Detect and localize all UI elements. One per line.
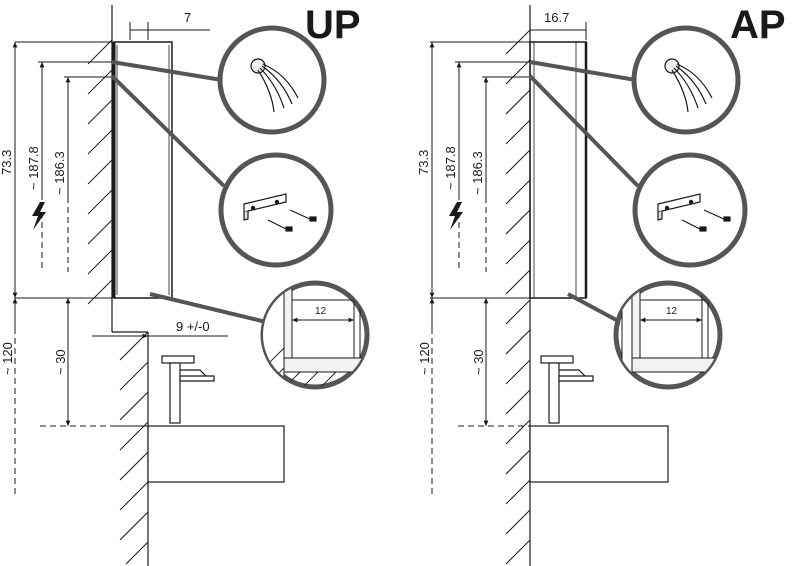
bracket-with-screws-icon [657,193,731,232]
detail-gap-label-up: 12 [315,306,327,317]
depth-label-ap: 16.7 [544,10,569,25]
washbasin-icon [147,425,285,483]
wall-offset-label-up: 9 +/-0 [176,319,210,334]
callout-cable-ap [631,25,741,135]
below-gap-label-up: ~ 30 [53,349,68,375]
bracket-with-screws-icon [243,193,317,232]
height-dimensions-up [12,41,112,299]
wall-ap [505,5,531,566]
height-outer-label-up: 73.3 [0,150,14,175]
below-total-label-up: ~ 120 [0,342,15,375]
faucet-icon [540,355,594,424]
electric-hazard-icon [32,202,46,230]
mirror-cabinet-up [112,41,173,299]
depth-label-up: 7 [184,10,191,25]
cable-icon [250,58,299,113]
panel-title-up: UP [305,3,361,47]
wall-up [87,5,149,566]
height-outer-label-ap: 73.3 [416,150,431,175]
height-mid-label-up: ~ 187.8 [26,146,41,190]
depth-dimension-up: 7 [129,10,210,40]
below-gap-label-ap: ~ 30 [471,349,486,375]
depth-dimension-ap: 16.7 [529,10,587,40]
height-mid-label-ap: ~ 187.8 [443,146,458,190]
electric-hazard-icon [449,202,463,230]
callout-detail-ap: 12 [613,280,723,390]
callout-leaders-up [110,60,267,324]
panel-ap: AP [416,3,786,566]
height-inner-label-up: ~ 186.3 [52,151,67,195]
lower-dimensions-ap [429,298,530,496]
callout-leaders-ap [528,60,640,324]
faucet-icon [161,355,215,424]
callout-bracket-up [218,152,334,268]
mirror-cabinet-ap [529,41,588,299]
callout-bracket-ap [632,152,748,268]
callout-detail-up: 12 [260,280,370,390]
detail-gap-label-ap: 12 [666,306,678,317]
below-total-label-ap: ~ 120 [417,342,432,375]
panel-title-ap: AP [730,3,786,47]
washbasin-icon [529,425,669,483]
panel-up: UP [0,3,370,566]
cable-icon [664,58,713,113]
callout-cable-up [217,25,327,135]
height-inner-label-ap: ~ 186.3 [470,151,485,195]
height-dimensions-ap [429,41,530,299]
lower-dimensions-up [12,298,228,496]
